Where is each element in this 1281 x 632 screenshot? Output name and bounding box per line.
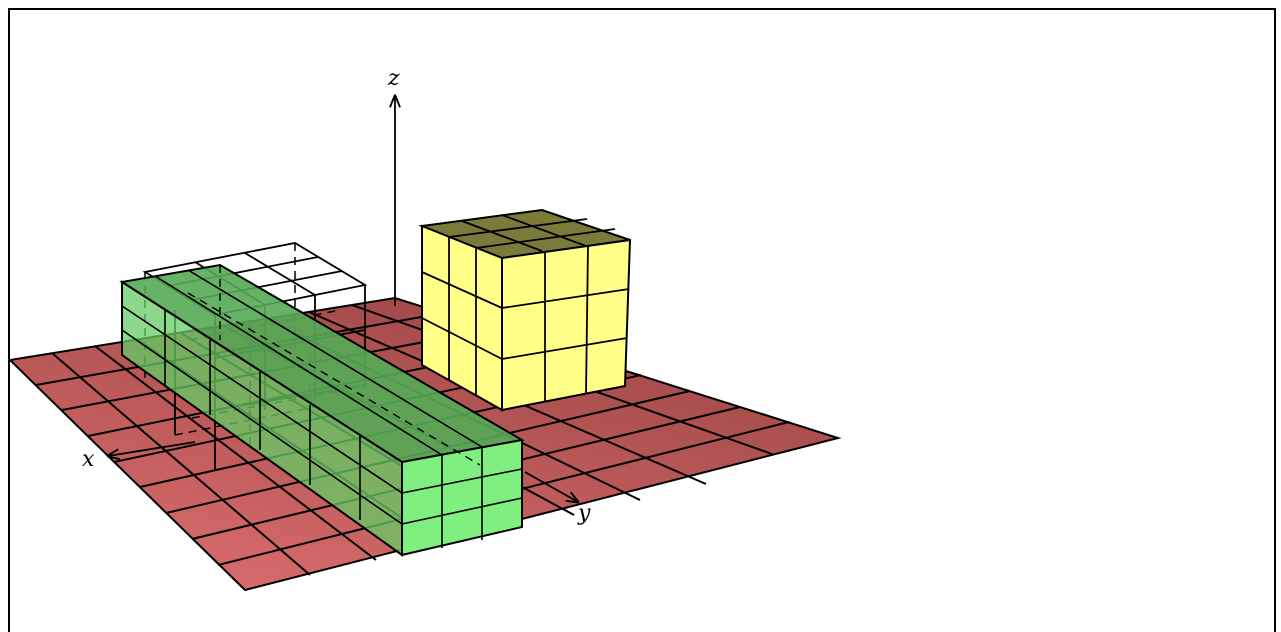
diagram-frame: z x y (8, 8, 1276, 632)
y-axis (524, 471, 578, 502)
green-bar (119, 263, 525, 557)
axes: z x y (82, 66, 591, 526)
x-axis (108, 441, 196, 456)
y-axis-label: y (577, 501, 591, 526)
diagram-canvas: z x y (10, 66, 842, 592)
yellow-cube (418, 208, 632, 412)
yellow-cube-front (501, 238, 632, 412)
x-axis-label: x (82, 447, 95, 472)
z-axis-label: z (387, 66, 400, 91)
